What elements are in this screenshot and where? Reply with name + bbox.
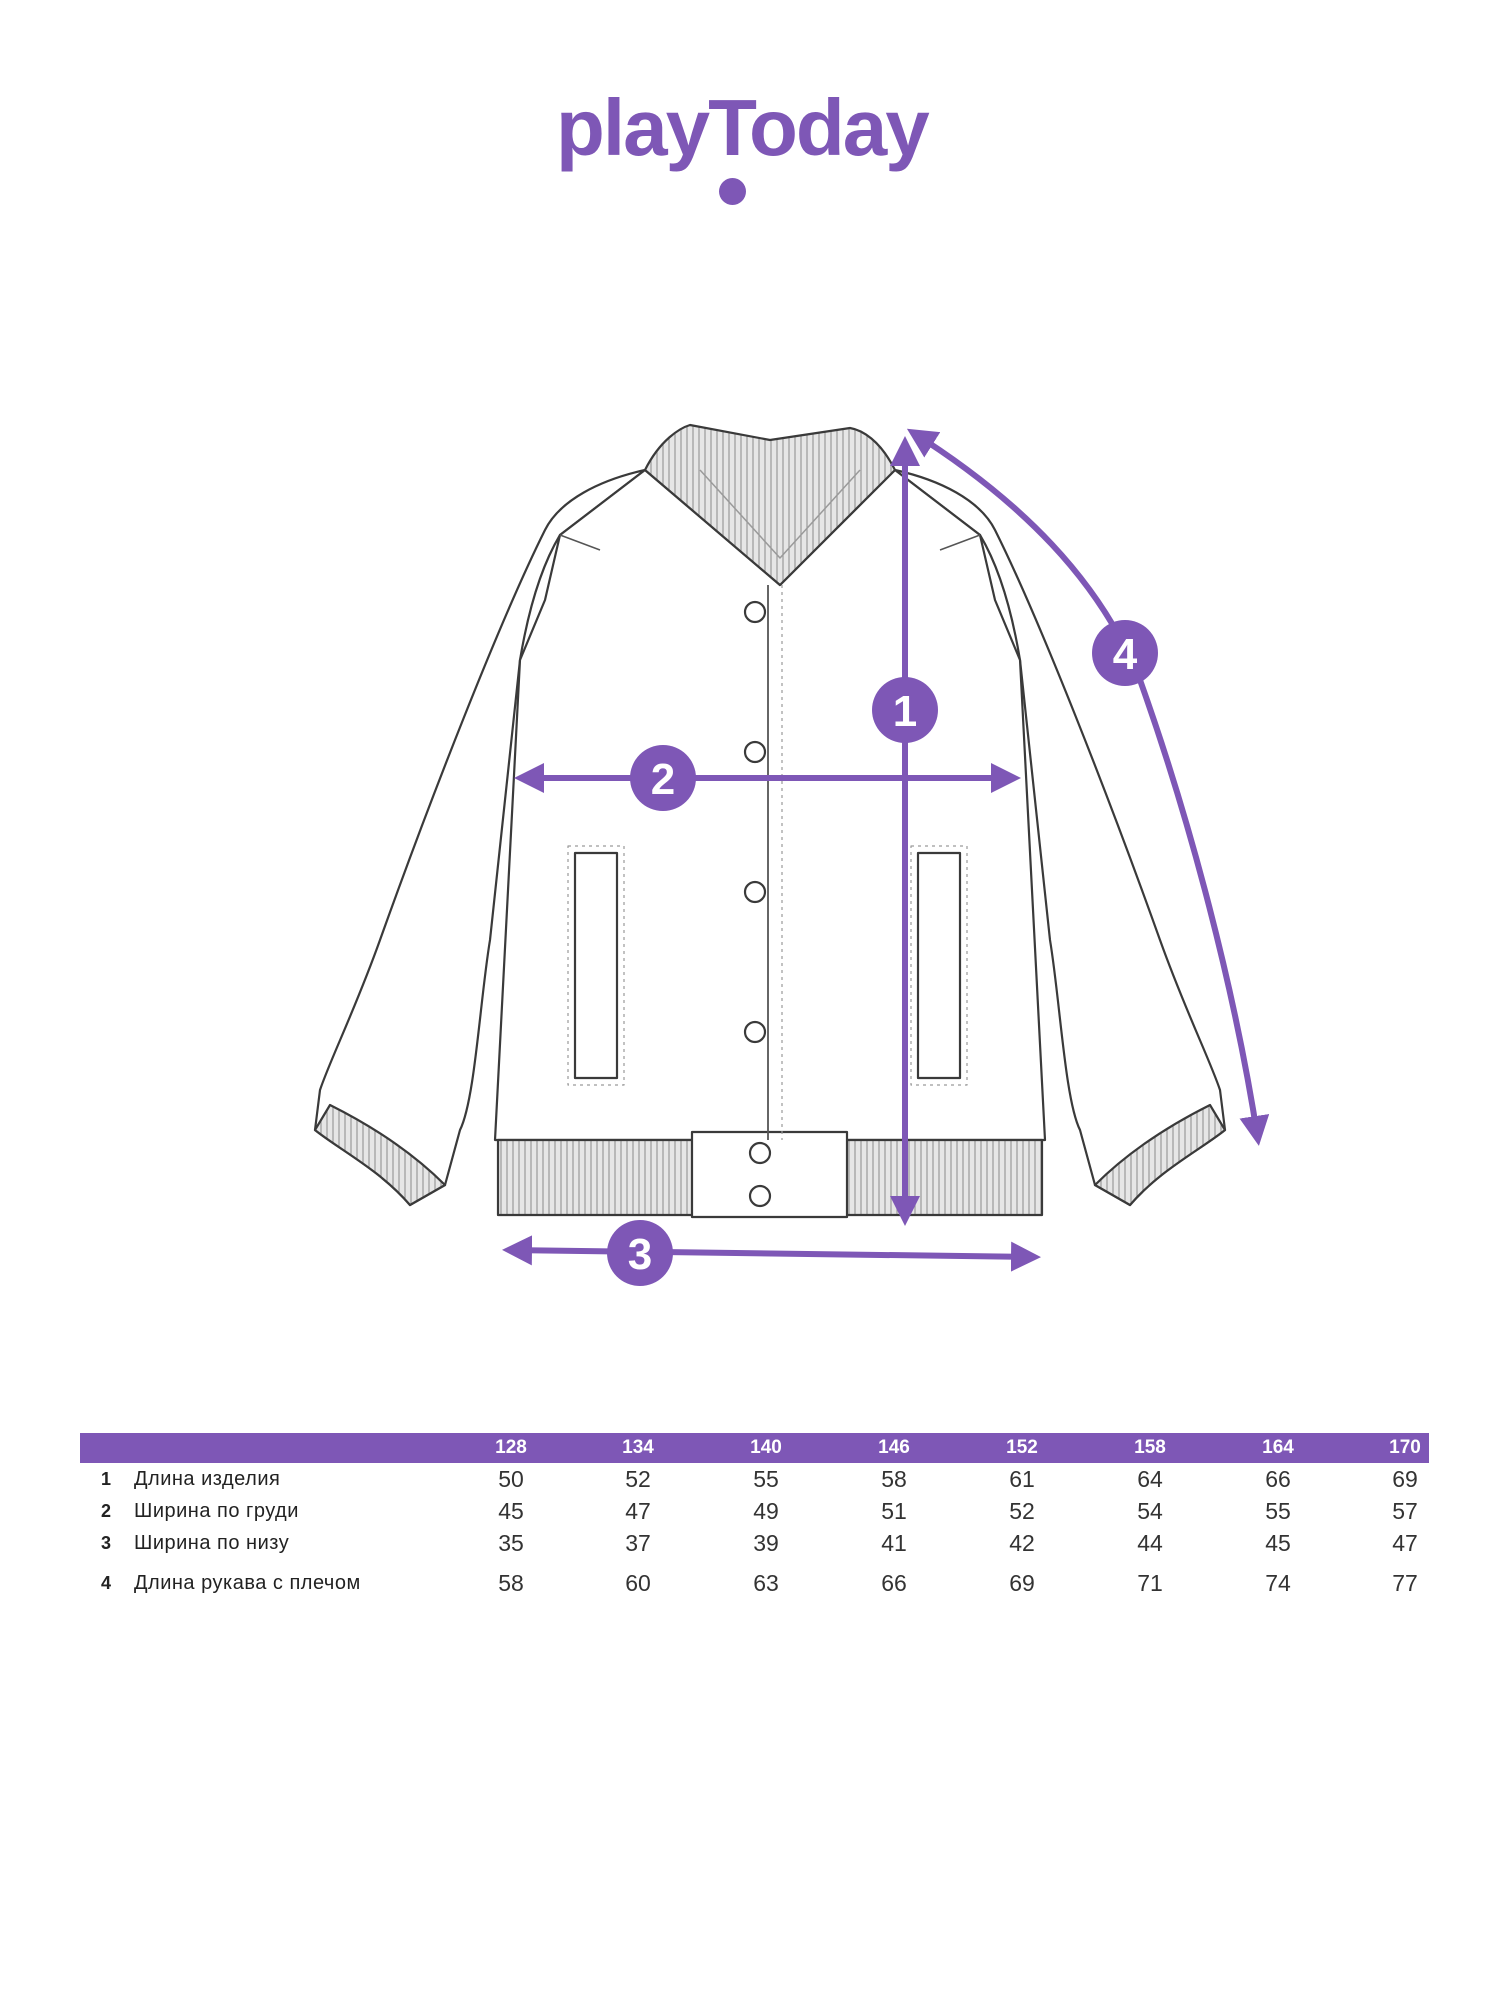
- row-value: 51: [881, 1498, 907, 1524]
- row-value: 64: [1137, 1466, 1163, 1492]
- size-header-cell: 164: [1262, 1437, 1294, 1458]
- marker-4: 4: [1113, 630, 1138, 679]
- jacket-drawing: [313, 423, 1227, 1219]
- right-pocket: [916, 851, 962, 1080]
- row-value: 69: [1392, 1466, 1418, 1492]
- hem-tab: [690, 1130, 849, 1219]
- table-row: 3 Ширина по низу 35 37 39 41 42 44 45 47: [80, 1527, 1429, 1559]
- button: [743, 880, 767, 904]
- left-pocket: [573, 851, 619, 1080]
- row-value: 60: [625, 1570, 651, 1596]
- row-value: 41: [881, 1530, 907, 1556]
- row-value: 61: [1009, 1466, 1035, 1492]
- row-value: 63: [753, 1570, 779, 1596]
- row-value: 35: [498, 1530, 524, 1556]
- brand-logo-dot: [719, 178, 746, 205]
- size-header-cell: 170: [1389, 1437, 1421, 1458]
- row-name: Ширина по низу: [134, 1532, 290, 1554]
- row-value: 52: [625, 1466, 651, 1492]
- size-header-cell: 134: [622, 1437, 654, 1458]
- row-value: 44: [1137, 1530, 1163, 1556]
- row-value: 57: [1392, 1498, 1418, 1524]
- row-value: 58: [498, 1570, 524, 1596]
- row-value: 54: [1137, 1498, 1163, 1524]
- row-value: 47: [625, 1498, 651, 1524]
- size-header-cell: 146: [878, 1437, 910, 1458]
- row-value: 47: [1392, 1530, 1418, 1556]
- size-header-cell: 140: [750, 1437, 782, 1458]
- row-value: 52: [1009, 1498, 1035, 1524]
- table-row: 4 Длина рукава с плечом 58 60 63 66 69 7…: [80, 1559, 1429, 1599]
- collar: [643, 423, 897, 587]
- row-value: 77: [1392, 1570, 1418, 1596]
- left-sleeve: [313, 468, 647, 1207]
- row-number: 1: [101, 1469, 112, 1489]
- jacket-measurement-diagram: 1 2 3 4: [313, 423, 1270, 1286]
- size-header-cell: 152: [1006, 1437, 1038, 1458]
- size-header-cell: 128: [495, 1437, 527, 1458]
- row-name: Длина рукава с плечом: [134, 1572, 361, 1594]
- row-value: 71: [1137, 1570, 1163, 1596]
- measurement-4-sleeve-length: 4: [906, 428, 1270, 1146]
- row-value: 39: [753, 1530, 779, 1556]
- left-cuff: [313, 1103, 447, 1207]
- marker-1: 1: [893, 687, 917, 736]
- row-number: 3: [101, 1533, 112, 1553]
- row-name: Ширина по груди: [134, 1500, 299, 1522]
- row-value: 45: [1265, 1530, 1291, 1556]
- button: [743, 1020, 767, 1044]
- row-value: 50: [498, 1466, 524, 1492]
- brand-logo-text: playToday: [556, 83, 930, 172]
- row-value: 74: [1265, 1570, 1291, 1596]
- button: [743, 600, 767, 624]
- button: [743, 740, 767, 764]
- row-value: 45: [498, 1498, 524, 1524]
- size-table-header: 128 134 140 146 152 158 164 170: [80, 1433, 1429, 1463]
- measurement-3-hem-width: 3: [502, 1220, 1041, 1286]
- brand-logo: playToday: [556, 88, 946, 218]
- table-row: 2 Ширина по груди 45 47 49 51 52 54 55 5…: [80, 1495, 1429, 1527]
- row-number: 2: [101, 1501, 112, 1521]
- row-value: 58: [881, 1466, 907, 1492]
- row-value: 37: [625, 1530, 651, 1556]
- row-value: 66: [1265, 1466, 1291, 1492]
- size-header-cell: 158: [1134, 1437, 1166, 1458]
- row-value: 55: [1265, 1498, 1291, 1524]
- row-name: Длина изделия: [134, 1468, 281, 1490]
- size-table: 128 134 140 146 152 158 164 170 1 Длина …: [80, 1433, 1429, 1599]
- table-row: 1 Длина изделия 50 52 55 58 61 64 66 69: [80, 1463, 1429, 1495]
- row-value: 42: [1009, 1530, 1035, 1556]
- row-value: 69: [1009, 1570, 1035, 1596]
- row-value: 55: [753, 1466, 779, 1492]
- row-number: 4: [101, 1573, 112, 1593]
- marker-3: 3: [628, 1230, 652, 1279]
- row-value: 66: [881, 1570, 907, 1596]
- row-value: 49: [753, 1498, 779, 1524]
- marker-2: 2: [651, 755, 675, 804]
